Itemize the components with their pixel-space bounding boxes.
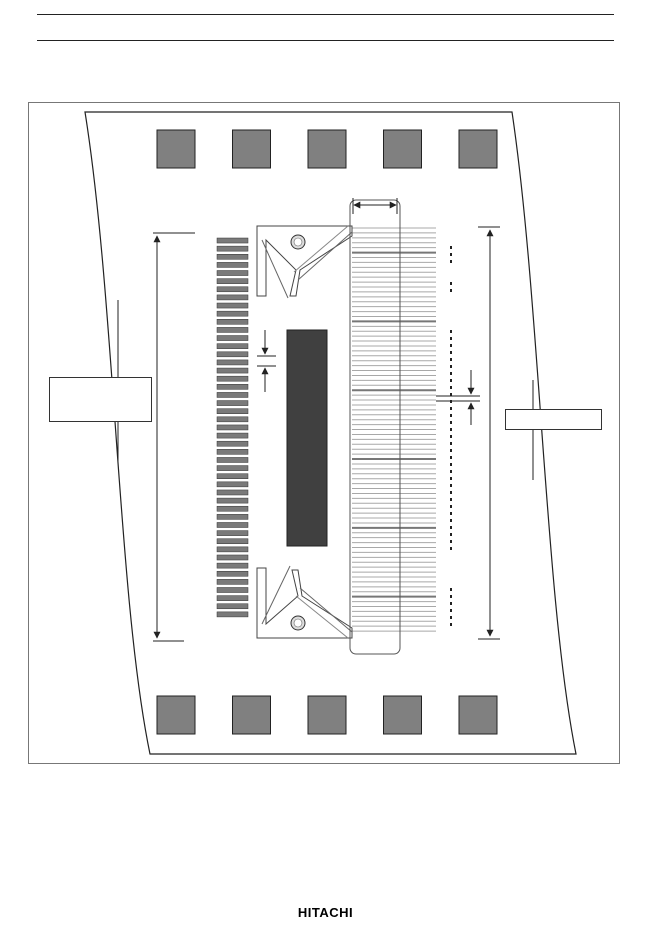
output-lead: [216, 554, 249, 561]
sprocket-hole: [307, 129, 347, 169]
footer-brand-logo: HITACHI: [297, 905, 354, 920]
tape-outline: [84, 111, 577, 755]
input-lead-region: [349, 199, 401, 655]
output-lead: [216, 603, 249, 610]
sprocket-holes-top: [156, 129, 498, 169]
alignment-hole-bottom-inner: [293, 618, 303, 628]
output-lead: [216, 335, 249, 341]
output-lead: [216, 416, 249, 423]
output-lead: [216, 302, 249, 309]
guide-line: [261, 565, 291, 625]
output-lead: [216, 481, 249, 488]
output-lead: [216, 489, 249, 496]
sprocket-hole: [156, 129, 196, 169]
sprocket-hole: [156, 695, 196, 735]
output-lead: [216, 514, 249, 520]
output-lead: [216, 286, 249, 293]
figure-frame: [28, 102, 620, 764]
output-lead: [216, 473, 249, 479]
sprocket-hole: [383, 695, 422, 735]
sprocket-holes-bottom: [156, 695, 498, 735]
output-lead: [216, 408, 249, 414]
output-lead: [216, 457, 249, 463]
output-lead: [216, 237, 249, 244]
guide-line: [299, 587, 353, 633]
output-lead: [216, 595, 249, 601]
header-rule-bottom: [37, 40, 614, 41]
output-lead: [216, 367, 249, 374]
output-leads: [216, 237, 249, 618]
output-lead: [216, 440, 249, 447]
output-lead: [216, 505, 249, 512]
output-lead: [216, 392, 249, 398]
guide-line: [293, 225, 349, 273]
sprocket-hole: [458, 695, 498, 735]
output-lead: [216, 310, 249, 317]
sprocket-hole: [458, 129, 498, 169]
output-lead: [216, 343, 249, 349]
label-box-right: [505, 409, 602, 430]
output-lead: [216, 449, 249, 455]
sprocket-hole: [232, 695, 271, 735]
output-lead: [216, 424, 249, 431]
output-lead: [216, 530, 249, 536]
output-lead: [216, 538, 249, 545]
sprocket-hole: [232, 129, 271, 169]
guide-line: [297, 231, 353, 281]
output-lead: [216, 432, 249, 439]
output-lead: [216, 384, 249, 390]
output-lead: [216, 319, 249, 325]
output-lead: [216, 579, 249, 585]
output-lead: [216, 262, 249, 268]
output-lead: [216, 278, 249, 284]
output-lead: [216, 562, 249, 569]
guide-line: [295, 595, 349, 639]
output-lead: [216, 570, 249, 577]
device-outline-lower: [256, 567, 353, 639]
output-lead: [216, 465, 249, 471]
output-lead: [216, 587, 249, 593]
output-lead: [216, 546, 249, 553]
output-lead: [216, 497, 249, 504]
sprocket-hole: [383, 129, 422, 169]
output-lead: [216, 359, 249, 366]
label-box-left: [49, 377, 152, 422]
alignment-hole-top-inner: [293, 237, 303, 247]
guide-line: [261, 239, 289, 299]
ic-chip: [286, 329, 328, 547]
output-lead: [216, 400, 249, 406]
output-lead: [216, 351, 249, 358]
sprocket-hole: [307, 695, 347, 735]
header-rule-top: [37, 14, 614, 15]
output-lead: [216, 294, 249, 301]
output-lead: [216, 375, 249, 382]
output-lead: [216, 327, 249, 333]
output-lead: [216, 611, 249, 618]
output-lead: [216, 254, 249, 260]
output-lead: [216, 522, 249, 528]
output-lead: [216, 270, 249, 276]
input-leads: [352, 227, 436, 632]
output-lead: [216, 245, 249, 252]
